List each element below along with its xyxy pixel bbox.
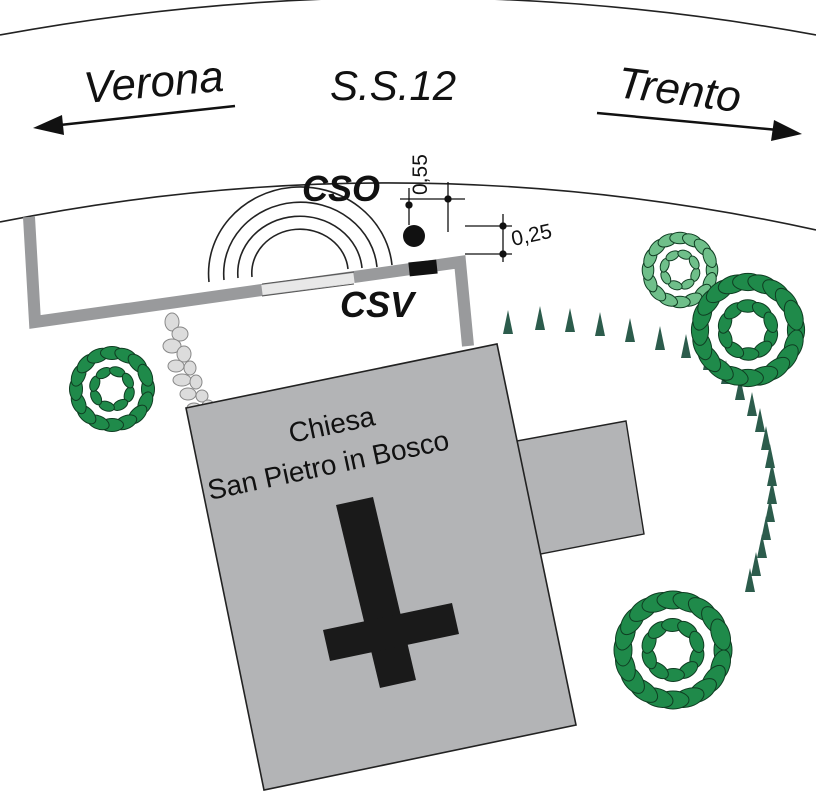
wall-gate bbox=[261, 273, 355, 295]
hedge-spike bbox=[767, 480, 777, 504]
road-edge-south bbox=[0, 182, 816, 231]
tree-right bbox=[690, 272, 806, 388]
hedge-spike bbox=[755, 408, 765, 432]
stone-path bbox=[162, 312, 215, 414]
cross-icon bbox=[323, 497, 459, 688]
tree-leaf bbox=[763, 311, 778, 334]
vault-arcs bbox=[207, 186, 393, 283]
hedge-spike bbox=[751, 552, 761, 576]
cso-sensor-marker bbox=[403, 225, 425, 247]
hedge-spike bbox=[747, 392, 757, 416]
hedge-spike bbox=[595, 312, 605, 336]
station-csv: CSV bbox=[340, 284, 417, 325]
dimension-label-025: 0,25 bbox=[509, 220, 554, 251]
dimension-label-055: 0,55 bbox=[409, 154, 432, 195]
tree-left bbox=[69, 346, 155, 432]
dimension-025 bbox=[465, 214, 512, 262]
hedge-spike bbox=[757, 534, 767, 558]
tree-leaf bbox=[688, 255, 700, 270]
tree-leaf bbox=[783, 299, 804, 331]
hedge-spike bbox=[535, 306, 545, 330]
hedge-row bbox=[503, 306, 777, 592]
hedge-spike bbox=[765, 444, 775, 468]
tree-bottom-right bbox=[613, 590, 733, 710]
hedge-spike bbox=[761, 516, 771, 540]
enclosure-wall bbox=[23, 216, 474, 347]
hedge-spike bbox=[761, 426, 771, 450]
hedge-spike bbox=[681, 334, 691, 358]
tree-leaf bbox=[121, 372, 134, 389]
road-edge-north bbox=[0, 0, 816, 36]
tree-leaf bbox=[137, 363, 154, 387]
hedge-spike bbox=[767, 462, 777, 486]
dimension-055 bbox=[400, 182, 465, 232]
hedge-spike bbox=[745, 568, 755, 592]
hedge-spike bbox=[625, 318, 635, 342]
hedge-spike bbox=[655, 326, 665, 350]
tree-top-right-light bbox=[641, 231, 719, 309]
arrow-left-icon bbox=[33, 104, 236, 135]
station-cso: CSO bbox=[302, 168, 380, 209]
road-name: S.S.12 bbox=[330, 62, 456, 109]
hedge-spike bbox=[735, 376, 745, 400]
csv-sensor-marker bbox=[408, 259, 438, 277]
hedge-spike bbox=[765, 498, 775, 522]
hedge-spike bbox=[565, 308, 575, 332]
direction-trento: Trento bbox=[615, 58, 744, 122]
tree-leaf bbox=[710, 618, 731, 651]
arrow-right-icon bbox=[596, 111, 802, 141]
hedge-spike bbox=[503, 310, 513, 334]
tree-leaf bbox=[689, 630, 705, 654]
direction-verona: Verona bbox=[82, 52, 226, 113]
tree-leaf bbox=[702, 247, 717, 268]
